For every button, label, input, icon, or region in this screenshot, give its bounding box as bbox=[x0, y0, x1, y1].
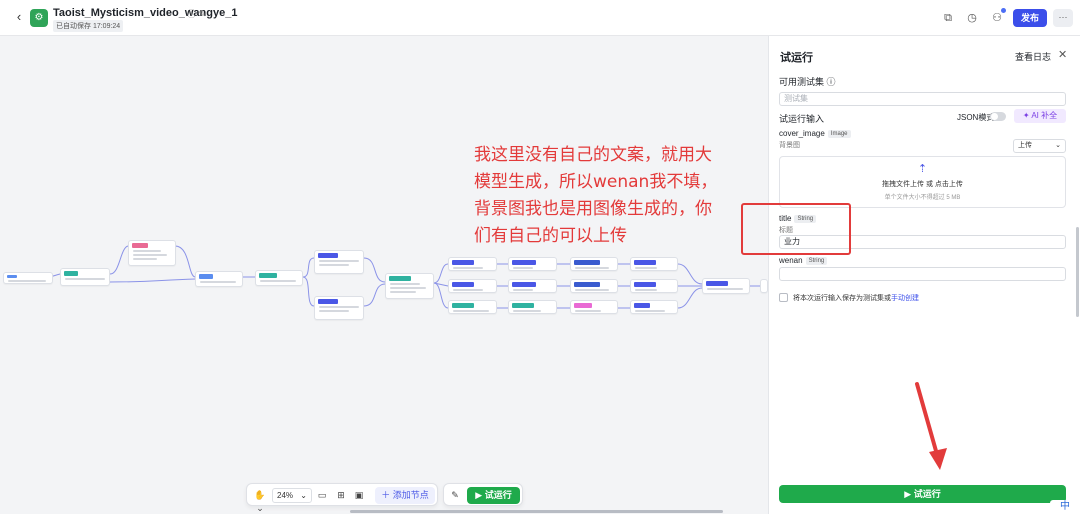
autosave-status: 已自动保存 17:09:24 bbox=[53, 20, 124, 32]
more-menu-button[interactable]: ··· bbox=[1053, 9, 1073, 27]
field-type-tag: Image bbox=[827, 130, 851, 138]
workflow-node[interactable] bbox=[60, 268, 110, 286]
panel-title: 试运行 bbox=[780, 52, 813, 64]
test-run-panel: 试运行 查看日志 ✕ 可用测试集 ⓘ 测试集 试运行输入 JSON模式 ✦ AI… bbox=[768, 36, 1080, 514]
highlight-box bbox=[741, 203, 851, 255]
workflow-node[interactable] bbox=[195, 271, 243, 287]
end-node[interactable] bbox=[760, 279, 768, 293]
zoom-select[interactable]: 24% ⌄ bbox=[272, 488, 312, 503]
close-icon[interactable]: ✕ bbox=[1058, 49, 1068, 61]
workflow-node[interactable] bbox=[570, 279, 618, 293]
publish-button[interactable]: 发布 bbox=[1013, 9, 1047, 27]
annotation-arrow bbox=[915, 382, 947, 470]
workflow-node[interactable] bbox=[314, 296, 364, 320]
field-type-tag: String bbox=[805, 257, 828, 265]
top-bar: ‹ ⚙ Taoist_Mysticism_video_wangye_1 ⓘ ✎ … bbox=[0, 0, 1080, 36]
chevron-down-icon: ⌄ bbox=[300, 491, 307, 500]
start-node[interactable] bbox=[3, 272, 53, 284]
test-set-select[interactable]: 测试集 bbox=[779, 92, 1066, 106]
run-input-label: 试运行输入 bbox=[779, 114, 825, 124]
upload-icon: ⇡ bbox=[917, 163, 928, 175]
workflow-node[interactable] bbox=[630, 257, 678, 271]
copy-icon[interactable]: ⧉ bbox=[944, 12, 952, 24]
cover-image-desc: 背景图 bbox=[779, 142, 800, 149]
edges-layer bbox=[39, 245, 762, 309]
workflow-node[interactable] bbox=[570, 257, 618, 271]
test-set-label: 可用测试集 ⓘ bbox=[779, 77, 836, 87]
canvas-toolbar: ✋⌄ 24% ⌄ ▭ ⊞ ▣ ＋ 添加节点 bbox=[246, 483, 438, 513]
workflow-node[interactable] bbox=[508, 300, 557, 314]
workflow-app-icon: ⚙ bbox=[30, 9, 48, 27]
workflow-node[interactable] bbox=[508, 257, 557, 271]
title-field-desc: 标题 bbox=[779, 227, 793, 234]
upload-mode-value: 上传 bbox=[1018, 142, 1032, 149]
annotation-note: 我这里没有自己的文案，就用大模型生成，所以wenan我不填，背景图我也是用图像生… bbox=[474, 145, 718, 246]
workflow-node[interactable] bbox=[448, 257, 497, 271]
back-icon[interactable]: ‹ bbox=[16, 9, 22, 24]
upload-size-limit: 单个文件大小不得超过 5 MB bbox=[884, 195, 961, 201]
add-node-label: 添加节点 bbox=[392, 490, 429, 500]
field-name: title bbox=[779, 214, 792, 223]
save-as-test-set-checkbox[interactable] bbox=[779, 293, 788, 302]
run-toolbar: ✎ ▶ 试运行 bbox=[443, 483, 523, 506]
wenan-input[interactable] bbox=[779, 267, 1066, 281]
grid-layout-icon[interactable]: ⊞ bbox=[337, 490, 345, 500]
workflow-node[interactable] bbox=[314, 250, 364, 274]
save-as-test-set-text: 将本次运行输入保存为测试集或手动创建 bbox=[793, 293, 919, 303]
upload-instructions: 拖拽文件上传 或 点击上传 bbox=[882, 181, 963, 188]
field-name: cover_image bbox=[779, 129, 825, 138]
manual-create-link[interactable]: 手动创建 bbox=[891, 295, 919, 302]
view-log-link[interactable]: 查看日志 bbox=[1015, 52, 1052, 62]
save-text-label: 将本次运行输入保存为测试集或 bbox=[793, 295, 891, 302]
comment-icon[interactable]: ▭ bbox=[317, 490, 327, 500]
add-node-button[interactable]: ＋ 添加节点 bbox=[375, 487, 435, 504]
workflow-node[interactable] bbox=[630, 279, 678, 293]
workflow-node[interactable] bbox=[570, 300, 618, 314]
canvas-run-button[interactable]: ▶ 试运行 bbox=[467, 487, 520, 504]
hand-tool-icon[interactable]: ✋⌄ bbox=[254, 490, 266, 513]
workflow-node[interactable] bbox=[448, 300, 497, 314]
workflow-title: Taoist_Mysticism_video_wangye_1 bbox=[53, 7, 238, 19]
zoom-value: 24% bbox=[277, 491, 294, 500]
horizontal-scrollbar[interactable] bbox=[350, 510, 723, 513]
collaborators-icon[interactable]: ⚇ bbox=[992, 12, 1002, 24]
field-name: wenan bbox=[779, 256, 803, 265]
notification-dot bbox=[1001, 8, 1006, 13]
test-run-label: 试运行 bbox=[913, 489, 941, 499]
field-type-tag: String bbox=[794, 215, 817, 223]
workflow-node[interactable] bbox=[508, 279, 557, 293]
test-run-button[interactable]: ▶ 试运行 bbox=[779, 485, 1066, 503]
workflow-node[interactable] bbox=[385, 273, 434, 299]
workflow-node[interactable] bbox=[255, 270, 303, 286]
workflow-canvas[interactable]: 我这里没有自己的文案，就用大模型生成，所以wenan我不填，背景图我也是用图像生… bbox=[0, 36, 768, 514]
title-info-edit-icons[interactable]: ⓘ ✎ bbox=[187, 9, 207, 19]
ime-indicator[interactable]: 中 bbox=[1050, 500, 1080, 514]
workflow-node[interactable] bbox=[128, 240, 176, 266]
wrench-icon[interactable]: ✎ bbox=[451, 490, 459, 500]
json-mode-toggle[interactable] bbox=[990, 112, 1006, 121]
json-mode-label: JSON模式 bbox=[957, 113, 995, 122]
workflow-node[interactable] bbox=[702, 278, 750, 294]
minimap-icon[interactable]: ▣ bbox=[354, 490, 364, 500]
upload-mode-select[interactable]: 上传 ⌄ bbox=[1013, 139, 1066, 153]
canvas-run-label: 试运行 bbox=[484, 490, 512, 500]
workflow-node[interactable] bbox=[448, 279, 497, 293]
history-icon[interactable]: ◷ bbox=[967, 12, 977, 24]
vertical-scrollbar[interactable] bbox=[1076, 227, 1079, 317]
workflow-node[interactable] bbox=[630, 300, 678, 314]
chevron-down-icon: ⌄ bbox=[1055, 142, 1061, 149]
upload-dropzone[interactable]: ⇡ 拖拽文件上传 或 点击上传 单个文件大小不得超过 5 MB bbox=[779, 156, 1066, 208]
ai-fill-button[interactable]: ✦ AI 补全 bbox=[1014, 109, 1066, 123]
